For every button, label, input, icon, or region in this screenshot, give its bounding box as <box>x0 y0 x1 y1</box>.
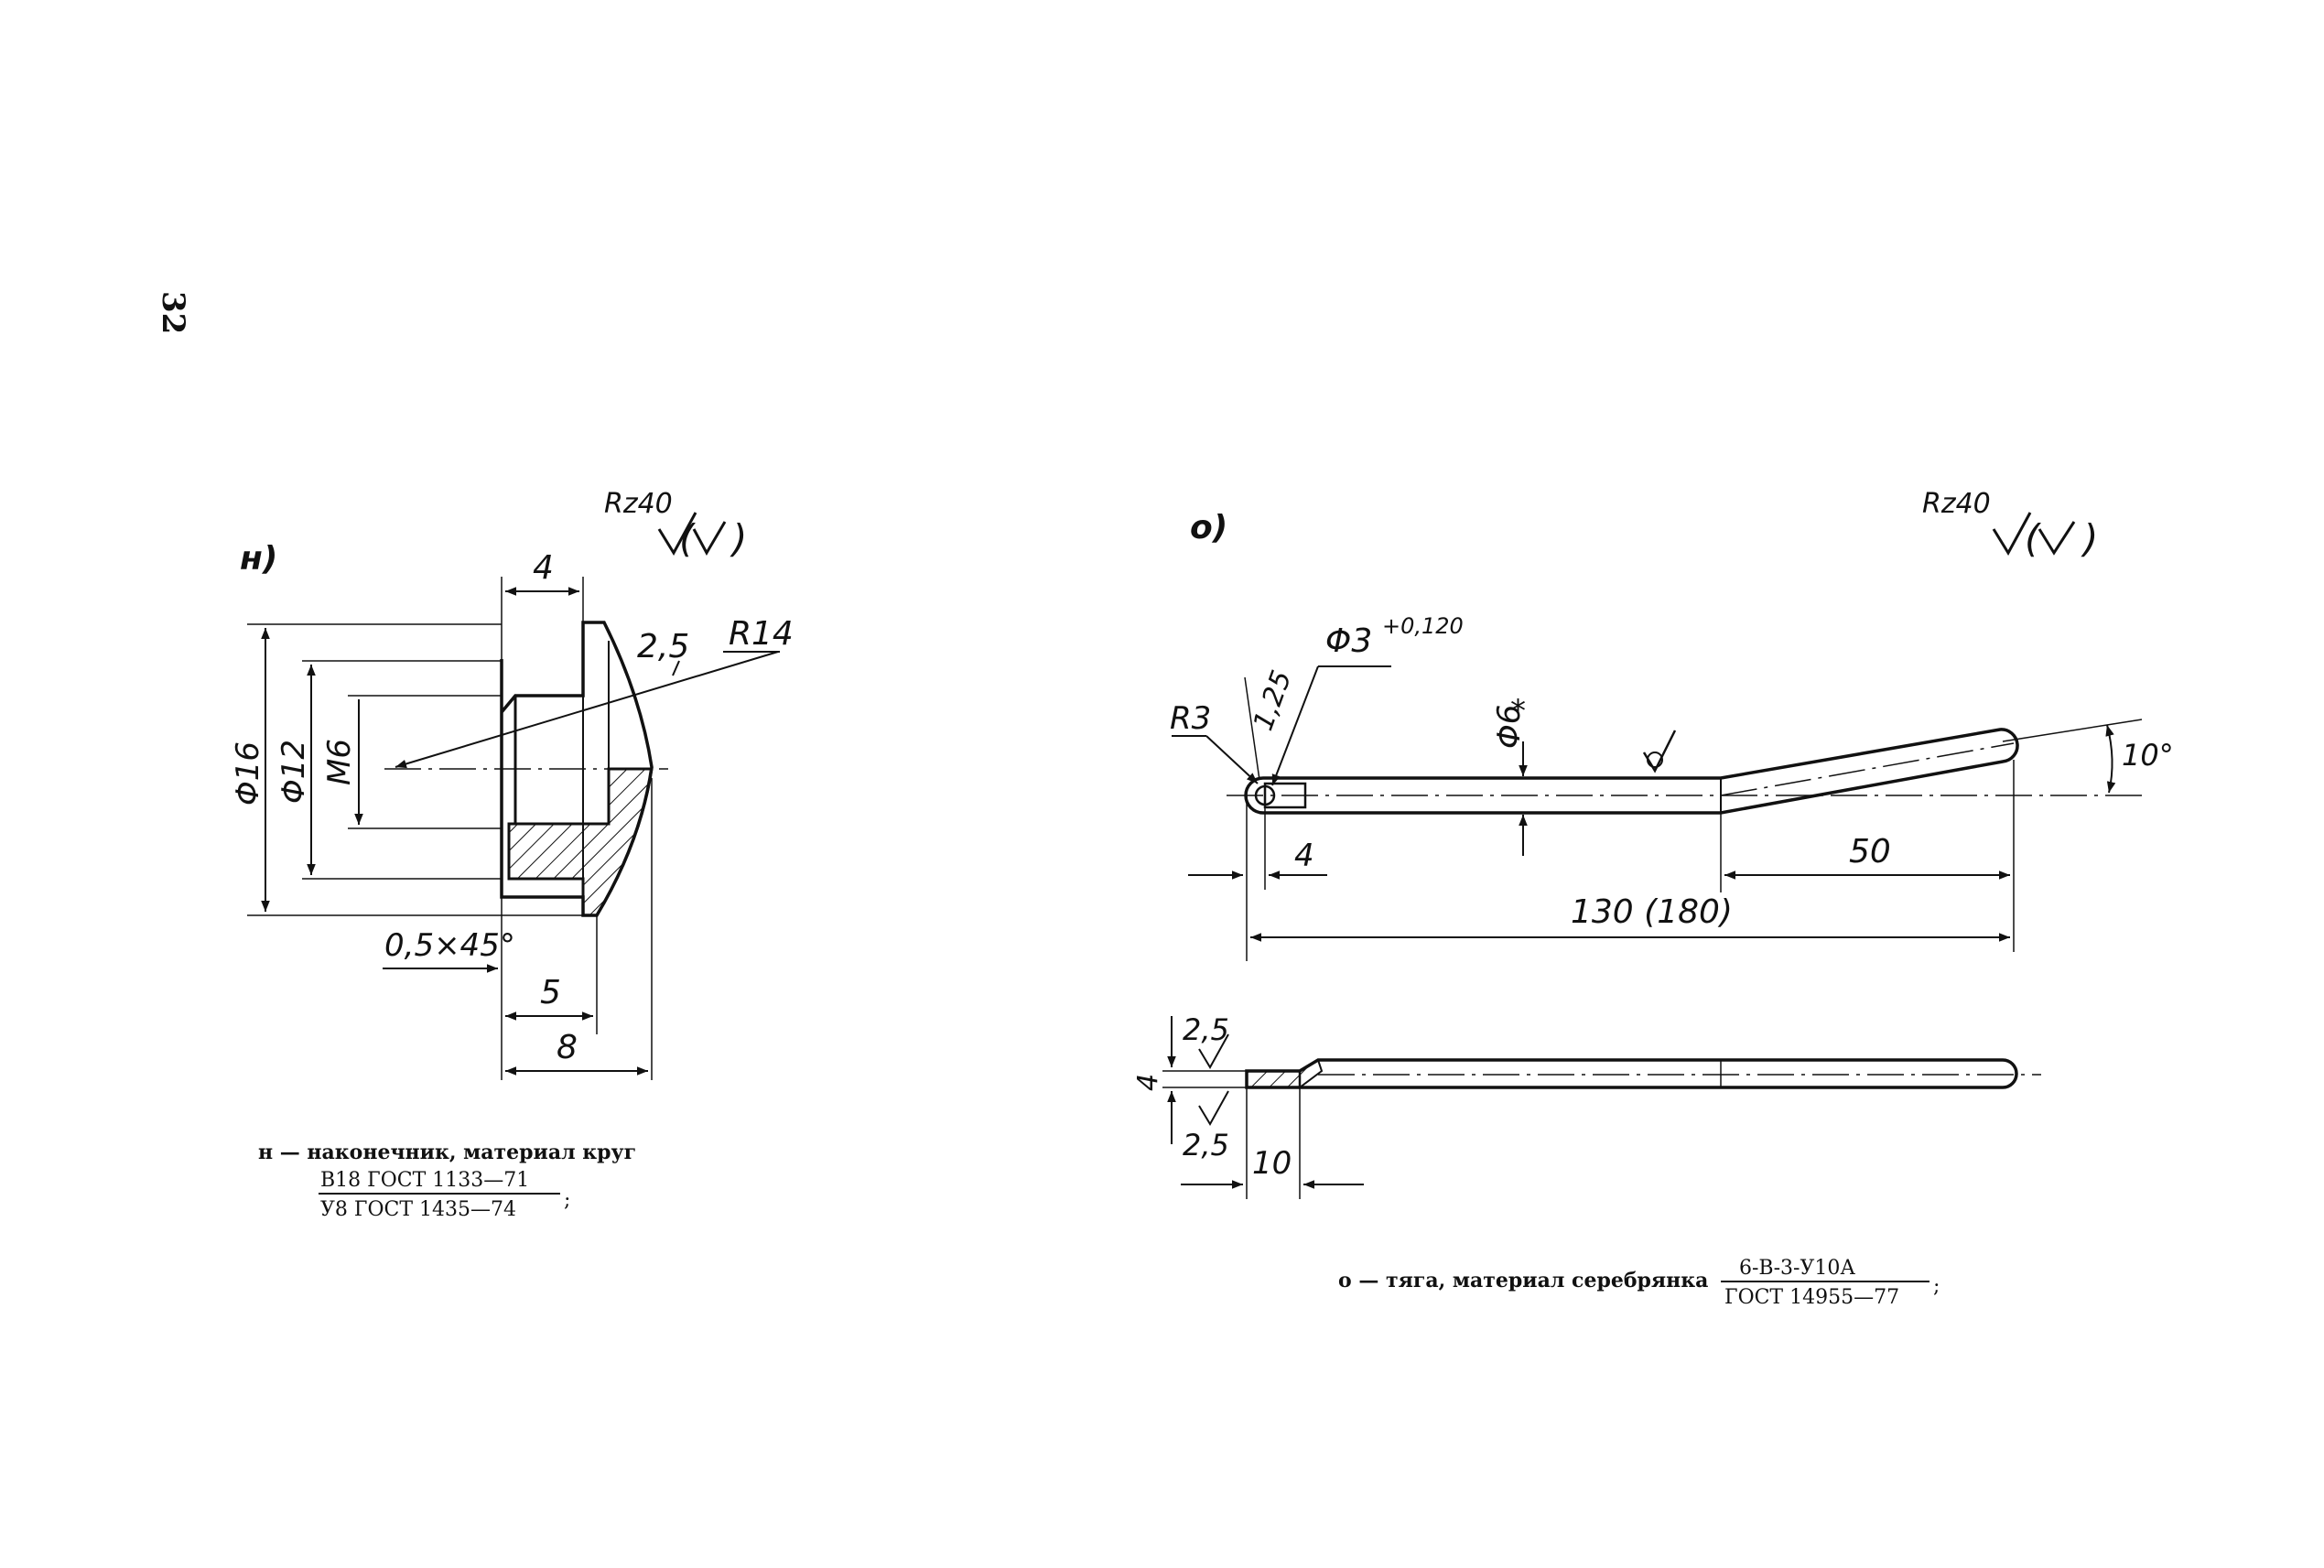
radius-leader <box>395 651 779 769</box>
part-n-drawing: н) Rz40 ( ) Φ16 Φ12 M6 <box>230 488 794 1221</box>
dim-rod-mark-text: * <box>1510 693 1526 730</box>
dim-offset-text: 4 <box>1294 838 1314 874</box>
part-o-caption: о — тяга, материал серебрянка <box>1338 1269 1708 1292</box>
dim-hole-tol-text: +0,120 <box>1382 613 1464 639</box>
roughness-bracket-close: ) <box>730 516 747 561</box>
chamfer-leader <box>1244 676 1260 781</box>
part-o-caption-denominator: ГОСТ 14955—77 <box>1724 1286 1899 1309</box>
chamfer-leader <box>672 660 680 676</box>
roughness-bracket-open: ( <box>679 516 696 561</box>
roughness-bracket-open: ( <box>2025 516 2041 561</box>
rod-side-hatch <box>1245 1069 1302 1089</box>
part-o-caption-suffix: ; <box>1933 1275 1940 1298</box>
dim-dia-outer-text: Φ16 <box>230 741 266 806</box>
r3-leader <box>1205 735 1259 784</box>
rod-bent-centerline <box>1720 742 2015 796</box>
dim-side-bot-text: 2,5 <box>1183 1128 1229 1162</box>
roughness-check-icon-side <box>1198 1033 1229 1069</box>
part-n-caption-denominator: У8 ГОСТ 1435—74 <box>320 1198 516 1221</box>
rod-roughness-circle <box>1647 752 1663 768</box>
part-o-drawing: о) Rz40 ( ) Φ3 +0,120 1,25 R3 Φ6 <box>1132 488 2174 1309</box>
dim-side-len-text: 10 <box>1252 1145 1292 1182</box>
part-n-caption-numerator: В18 ГОСТ 1133—71 <box>320 1169 529 1192</box>
part-o-caption-numerator: 6-В-3-У10А <box>1739 1257 1855 1280</box>
dim-hole-text: Φ3 <box>1325 622 1372 660</box>
dim-side-top-text: 2,5 <box>1183 1012 1229 1047</box>
part-o-label: о) <box>1190 509 1227 546</box>
roughness-check-icon <box>657 512 697 556</box>
dim-radius-text: R14 <box>729 615 794 653</box>
part-o-roughness-value: Rz40 <box>1922 488 1991 520</box>
dim-chamfer-o-text: 1,25 <box>1248 666 1299 735</box>
roughness-check-icon-side-bot <box>1198 1090 1229 1126</box>
dim-len-total-text: 8 <box>557 1029 578 1066</box>
dim-width-top-text: 4 <box>533 549 554 587</box>
dim-rod-dia-text: Φ6 <box>1491 705 1528 749</box>
part-n-roughness: Rz40 ( ) <box>604 488 747 561</box>
part-n-label: н) <box>240 540 277 578</box>
page-number: 32 <box>155 291 191 334</box>
dim-thread-text: M6 <box>321 739 358 785</box>
roughness-check-icon-inner <box>2038 521 2076 556</box>
part-n-caption-suffix: ; <box>564 1189 570 1212</box>
dim-len-inner-text: 5 <box>540 974 561 1011</box>
dim-chamfer-text: 0,5×45° <box>384 927 515 964</box>
part-o-roughness: Rz40 ( ) <box>1922 488 2098 561</box>
roughness-check-icon <box>1992 512 2032 556</box>
dim-angle-text: 10° <box>2122 738 2174 773</box>
part-n-roughness-value: Rz40 <box>604 488 673 520</box>
dim-radius-o-text: R3 <box>1170 700 1211 737</box>
part-n-caption: н — наконечник, материал круг <box>258 1141 636 1164</box>
dim-chamfer-top-text: 2,5 <box>637 628 689 665</box>
hole-leader <box>1271 665 1319 786</box>
dim-angle-arc <box>2105 724 2116 794</box>
dim-dia-mid-text: Φ12 <box>276 740 312 804</box>
rod-side-outline <box>1245 1058 2018 1089</box>
dim-bend-len-text: 50 <box>1849 833 1891 871</box>
dim-total-len-text: 130 (180) <box>1571 893 1733 931</box>
dim-thick-text: 4 <box>1132 1074 1164 1091</box>
rod-side-chamfer <box>1299 1058 1324 1089</box>
tip-section-hatch <box>507 767 654 917</box>
rod-angle-ext <box>2002 719 2143 742</box>
roughness-bracket-close: ) <box>2081 516 2098 561</box>
roughness-check-icon-inner <box>692 521 727 557</box>
rod-outline <box>1244 728 2019 815</box>
